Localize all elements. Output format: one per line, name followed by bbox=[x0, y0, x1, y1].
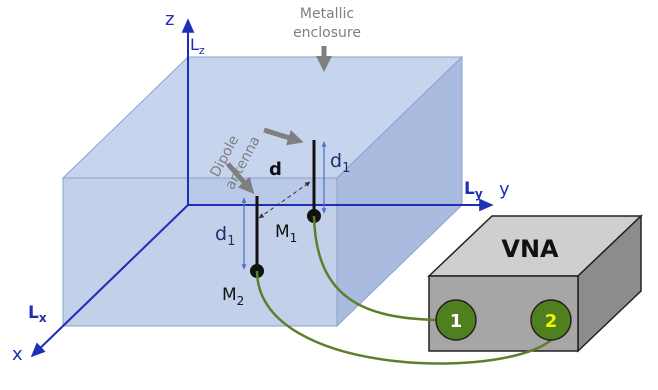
vna-port-1 bbox=[435, 299, 477, 341]
cables bbox=[255, 215, 556, 365]
ly-label: Ly bbox=[464, 179, 483, 201]
lx-label: Lx bbox=[28, 303, 47, 325]
distance-d-arrow bbox=[258, 181, 311, 219]
z-axis-label: z bbox=[165, 9, 174, 30]
m2-label: M2 bbox=[222, 285, 244, 308]
enclosure-label-line1: Metallic bbox=[300, 6, 354, 22]
vna-port-2 bbox=[530, 299, 572, 341]
x-axis bbox=[30, 204, 189, 358]
vna-port-1-label: 1 bbox=[450, 311, 463, 332]
d1-left-label: d1 bbox=[215, 223, 235, 249]
cable-port-1 bbox=[312, 215, 438, 322]
enclosure-label-line2: enclosure bbox=[293, 25, 361, 41]
vna-port-2-label: 2 bbox=[545, 311, 558, 332]
x-axis-label: x bbox=[12, 344, 23, 365]
enclosure-front-face bbox=[62, 177, 338, 327]
m1-label: M1 bbox=[275, 222, 297, 245]
distance-d-label: d bbox=[269, 159, 282, 180]
vna-title: VNA bbox=[501, 235, 559, 263]
dipole-antennas: d d1 d1 M1 M2 bbox=[215, 140, 350, 308]
cable-port-2 bbox=[255, 270, 556, 365]
dipole-callout-arrow-lower bbox=[226, 162, 255, 195]
metallic-enclosure-box bbox=[61, 55, 464, 328]
dipole-callout-arrow-upper bbox=[263, 127, 304, 146]
d1-right-label: d1 bbox=[330, 150, 350, 176]
vna-ports: 1 2 bbox=[435, 299, 572, 341]
lz-label: Lz bbox=[190, 35, 205, 57]
y-axis-label: y bbox=[499, 179, 510, 200]
coordinate-axes: z y x Lz Ly Lx bbox=[12, 9, 510, 365]
